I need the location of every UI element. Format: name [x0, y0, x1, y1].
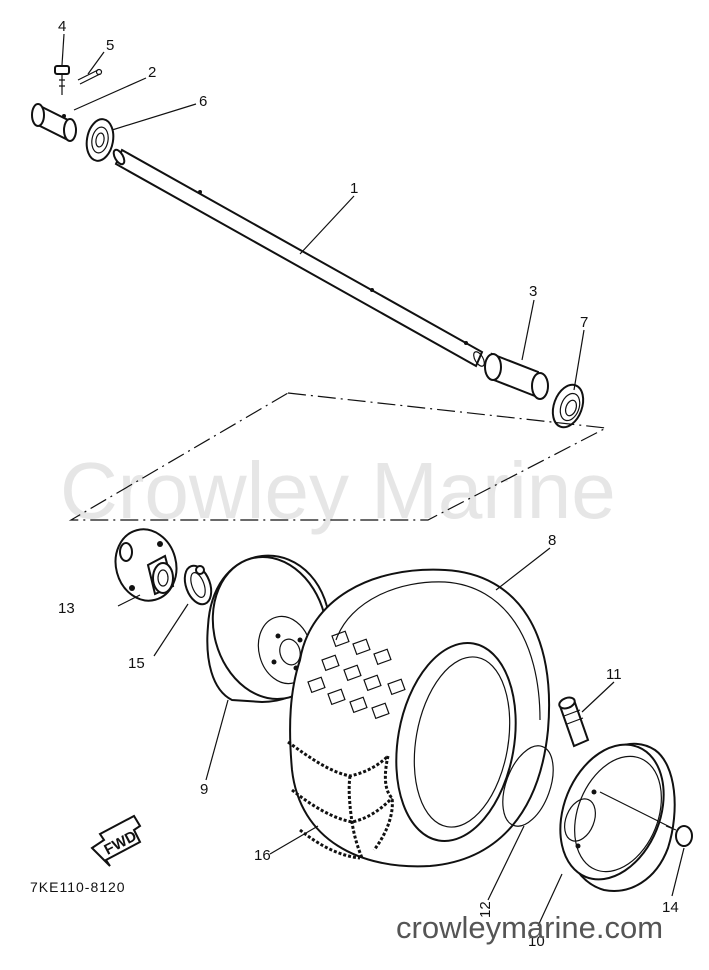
valve-stem: [558, 696, 590, 748]
axle-shaft: [112, 148, 485, 368]
callout-15: 15: [128, 655, 145, 672]
callout-2: 2: [148, 64, 156, 81]
wheel-hub: [114, 528, 178, 602]
callout-7: 7: [580, 314, 588, 331]
tire-chain: [287, 740, 394, 860]
callout-14: 14: [662, 899, 679, 916]
tire: [289, 568, 550, 868]
bearing-left: [85, 118, 115, 162]
callout-8: 8: [548, 532, 556, 549]
bearing-right: [551, 383, 585, 429]
callout-5: 5: [106, 37, 114, 54]
lock-pin: [183, 564, 213, 606]
callout-12: 12: [477, 901, 494, 918]
collar-left: [31, 103, 77, 142]
callout-3: 3: [529, 283, 537, 300]
callout-10: 10: [528, 933, 545, 950]
cotter-pin: [77, 68, 103, 85]
callout-13: 13: [58, 600, 75, 617]
collar-right: [484, 352, 549, 400]
rim-bolt: [665, 825, 693, 847]
site-url[interactable]: crowleymarine.com: [396, 910, 663, 945]
leader-lines: [61, 33, 685, 927]
forward-arrow: FWD: [90, 814, 142, 867]
drawing-code: 7KE110-8120: [30, 879, 126, 895]
wheel-rim-outer: [559, 742, 676, 892]
callout-16: 16: [254, 847, 271, 864]
callout-11: 11: [606, 666, 622, 683]
callout-9: 9: [200, 781, 208, 798]
watermark-text: Crowley Marine: [60, 446, 616, 535]
bolt: [54, 65, 70, 95]
o-ring: [502, 745, 554, 827]
callout-1: 1: [350, 180, 358, 197]
assembly-boundary: [68, 392, 609, 521]
callout-6: 6: [199, 93, 207, 110]
callout-4: 4: [58, 18, 66, 35]
